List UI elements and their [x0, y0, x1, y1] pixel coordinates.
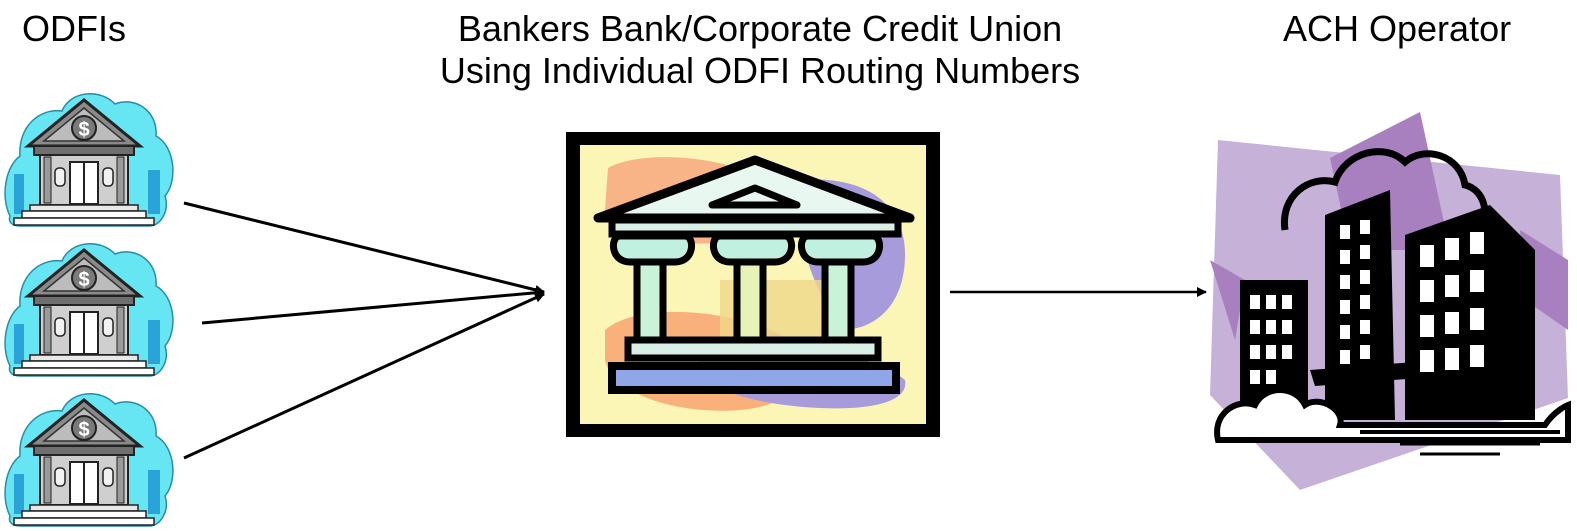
- bank-building-icon: [566, 132, 940, 437]
- bankers-bank-label-line2: Using Individual ODFI Routing Numbers: [439, 50, 1081, 91]
- arrow-odfi3-to-bank: [183, 292, 545, 460]
- office-buildings-icon: [1210, 112, 1571, 490]
- bankers-bank-label: Bankers Bank/Corporate Credit Union Usin…: [380, 8, 1140, 92]
- bankers-bank-label-line1: Bankers Bank/Corporate Credit Union: [457, 8, 1063, 49]
- arrow-odfi2-to-bank: [201, 287, 545, 325]
- arrow-odfi1-to-bank: [183, 201, 545, 295]
- ach-operator-label: ACH Operator: [1283, 8, 1512, 49]
- odfi-bank-icon-3: [3, 392, 175, 528]
- odfi-bank-icon-2: [3, 242, 175, 378]
- odfis-label: ODFIs: [22, 8, 126, 49]
- odfi-bank-icon-1: [3, 92, 175, 228]
